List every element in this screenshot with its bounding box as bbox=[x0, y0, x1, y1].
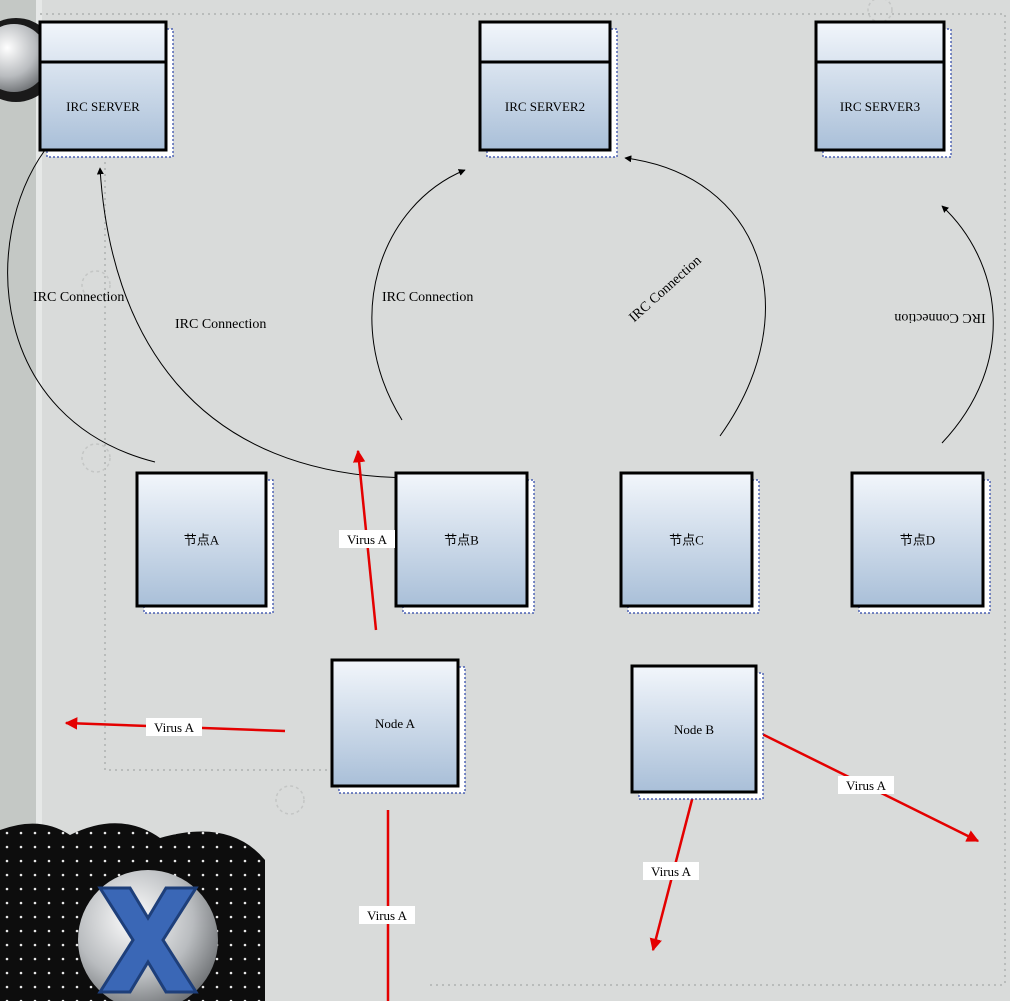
irc-connection-curve bbox=[371, 169, 466, 421]
virus-label: Virus A bbox=[347, 532, 388, 547]
irc-connections bbox=[7, 149, 994, 479]
box-body bbox=[814, 20, 946, 152]
virus-label: Virus A bbox=[367, 908, 408, 923]
virus-label-group: Virus A bbox=[838, 776, 894, 794]
virus-label: Virus A bbox=[846, 778, 887, 793]
box-body bbox=[850, 471, 985, 608]
irc-connection-curve bbox=[7, 149, 156, 463]
box-label: IRC SERVER2 bbox=[505, 99, 585, 114]
box-body bbox=[394, 471, 529, 608]
irc-connection-label: IRC Connection bbox=[894, 310, 985, 325]
dotted-circle bbox=[81, 270, 111, 300]
box-body bbox=[619, 471, 754, 608]
infected-node-box: Node A bbox=[330, 658, 466, 794]
virus-label-bg bbox=[643, 862, 699, 880]
box-label: 节点A bbox=[184, 533, 220, 548]
corner-knob bbox=[0, 24, 48, 92]
dotted-circle bbox=[275, 785, 305, 815]
bot-node-box: 节点C bbox=[619, 471, 760, 614]
irc-server-box: IRC SERVER3 bbox=[814, 20, 952, 158]
irc-server-box: IRC SERVER2 bbox=[478, 20, 618, 158]
box-label: Node B bbox=[674, 722, 714, 737]
bot-node-box: 节点D bbox=[850, 471, 991, 614]
infected-node-box: Node B bbox=[630, 664, 764, 800]
box-label: 节点D bbox=[900, 533, 935, 548]
virus-label-group: Virus A bbox=[339, 530, 395, 548]
box-label: 节点B bbox=[444, 533, 479, 548]
irc-connection-label: IRC Connection bbox=[627, 253, 705, 325]
irc-connection-label: IRC Connection bbox=[33, 290, 124, 305]
dotted-border-inner bbox=[104, 150, 330, 771]
dotted-circle bbox=[81, 443, 111, 473]
box-label: IRC SERVER3 bbox=[840, 99, 920, 114]
box-label: IRC SERVER bbox=[66, 99, 140, 114]
virus-label-bg bbox=[339, 530, 395, 548]
virus-label-bg bbox=[359, 906, 415, 924]
irc-connection-curve bbox=[624, 155, 766, 437]
box-label: 节点C bbox=[669, 533, 704, 548]
irc-connection-label: IRC Connection bbox=[382, 290, 473, 305]
box-body bbox=[630, 664, 758, 794]
box-body bbox=[330, 658, 460, 788]
virus-label: Virus A bbox=[154, 720, 195, 735]
boxes: IRC SERVER IRC SERVER2 IRC SERVER3 节点A 节点B 节点… bbox=[38, 20, 991, 800]
box-label: Node A bbox=[375, 716, 416, 731]
virus-label: Virus A bbox=[651, 864, 692, 879]
irc-connection-label: IRC Connection bbox=[175, 317, 266, 332]
virus-label-bg bbox=[146, 718, 202, 736]
irc-server-box: IRC SERVER bbox=[38, 20, 174, 158]
irc-labels: IRC Connection IRC Connection IRC Connec… bbox=[33, 253, 986, 332]
virus-label-group: Virus A bbox=[359, 906, 415, 924]
bot-node-box: 节点A bbox=[135, 471, 274, 614]
left-frame-highlight bbox=[36, 0, 42, 1001]
x-logo-icon bbox=[97, 886, 199, 994]
virus-label-group: Virus A bbox=[643, 862, 699, 880]
dotted-circle bbox=[867, 0, 893, 23]
irc-connection-curve bbox=[941, 205, 994, 444]
virus-label-bg bbox=[838, 776, 894, 794]
virus-label-group: Virus A bbox=[146, 718, 202, 736]
virus-labels: Virus A Virus A Virus A Virus A Virus A bbox=[146, 530, 894, 924]
bot-node-box: 节点B bbox=[394, 471, 535, 614]
box-body bbox=[135, 471, 268, 608]
box-body bbox=[38, 20, 168, 152]
box-body bbox=[478, 20, 612, 152]
irc-connection-curve bbox=[96, 167, 421, 479]
